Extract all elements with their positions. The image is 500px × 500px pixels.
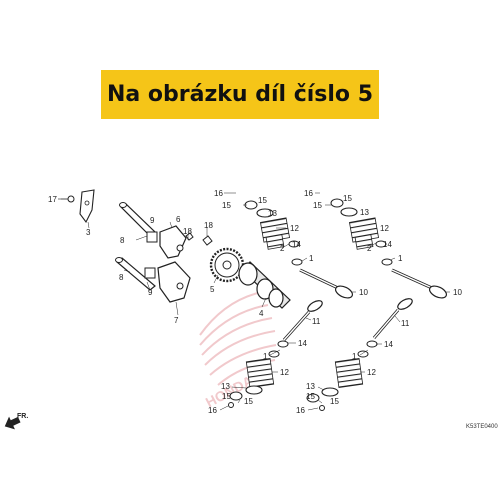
rocker-arm-lower	[144, 261, 191, 303]
camshaft	[238, 261, 291, 309]
label-12-ll: 12	[280, 368, 289, 377]
label-7: 7	[174, 316, 179, 325]
label-9-upper: 9	[150, 216, 155, 225]
label-1-ul: 1	[309, 254, 314, 263]
rocker-shaft-lower	[115, 257, 156, 291]
label-4: 4	[259, 309, 264, 318]
label-13-ll: 13	[221, 382, 230, 391]
label-10-right: 10	[453, 288, 462, 297]
label-18-right: 18	[204, 221, 213, 230]
label-14-ll: 14	[298, 339, 307, 348]
rocker-arm-upper	[146, 225, 187, 259]
label-8-upper: 8	[120, 236, 125, 245]
label-17: 17	[48, 195, 57, 204]
valve-assembly-lower-left	[228, 300, 323, 408]
valve-assembly-upper-right	[330, 198, 448, 299]
label-13-ul: 13	[268, 209, 277, 218]
part-number-banner: Na obrázku díl číslo 5	[101, 70, 379, 119]
label-16-lr: 16	[296, 406, 305, 415]
label-1-ur: 1	[398, 254, 403, 263]
label-15-ll-a: 15	[222, 392, 231, 401]
label-8-lower: 8	[119, 273, 124, 282]
label-12-lr: 12	[367, 368, 376, 377]
label-18-left: 18	[183, 227, 192, 236]
label-15-ur-a: 15	[313, 201, 322, 210]
label-2-ul: 2	[280, 244, 285, 253]
leader-lines	[61, 192, 450, 411]
label-15-ul-b: 15	[258, 196, 267, 205]
label-3: 3	[86, 228, 91, 237]
label-1-ll: 1	[263, 352, 268, 361]
label-16-ur: 16	[304, 189, 313, 198]
label-15-ur-b: 15	[343, 194, 352, 203]
diagram-code: K53TE0400	[466, 424, 498, 430]
label-1-lr: 1	[352, 352, 357, 361]
label-2-ur: 2	[367, 244, 372, 253]
label-16-ll: 16	[208, 406, 217, 415]
label-11-right: 11	[401, 319, 410, 328]
label-14-lr: 14	[384, 340, 393, 349]
label-15-lr-a: 15	[306, 392, 315, 401]
label-9-lower: 9	[148, 288, 153, 297]
label-13-ur: 13	[360, 208, 369, 217]
label-11-left: 11	[312, 317, 321, 326]
front-direction-label: FR.	[17, 413, 28, 420]
label-10-left: 10	[359, 288, 368, 297]
label-5: 5	[210, 285, 215, 294]
label-16-ul: 16	[214, 189, 223, 198]
label-14-ul: 14	[292, 240, 301, 249]
valve-assembly-lower-right	[306, 298, 413, 411]
label-6: 6	[176, 215, 181, 224]
label-14-ur: 14	[383, 240, 392, 249]
label-13-lr: 13	[306, 382, 315, 391]
front-direction-arrow: FR.	[4, 413, 28, 430]
banner-title: Na obrázku díl číslo 5	[106, 82, 374, 107]
label-12-ul: 12	[290, 224, 299, 233]
label-15-lr-b: 15	[330, 397, 339, 406]
label-15-ll-b: 15	[244, 397, 253, 406]
valve-assembly-upper-left	[244, 200, 354, 299]
shaft-plate-3	[79, 189, 95, 224]
cam-sprocket	[209, 247, 245, 283]
label-12-ur: 12	[380, 224, 389, 233]
label-15-ul-a: 15	[222, 201, 231, 210]
